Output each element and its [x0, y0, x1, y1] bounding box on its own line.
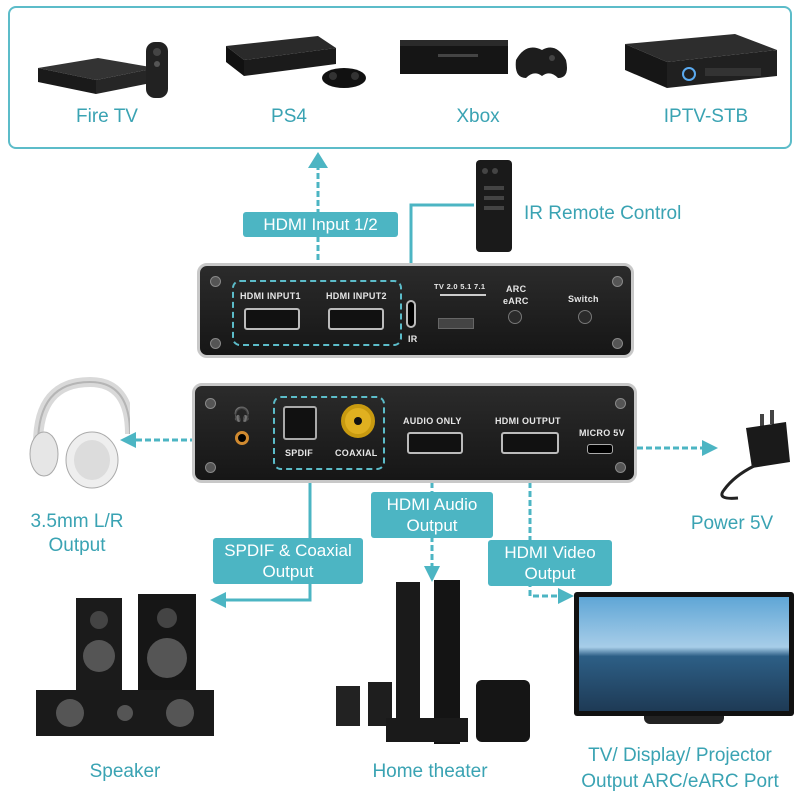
callout-hdmi-input: HDMI Input 1/2 — [243, 212, 398, 237]
source-label-xbox: Xbox — [456, 106, 500, 127]
hdmi-output-port — [501, 432, 559, 454]
source-label-ps4: PS4 — [271, 106, 307, 127]
label-headphone-output-line2: Output — [48, 535, 106, 556]
label-headphone-output-line1: 3.5mm L/R — [30, 511, 124, 532]
label-audio-only: AUDIO ONLY — [403, 416, 462, 426]
label-tv-display-line1: TV/ Display/ Projector — [588, 745, 772, 766]
headphones-icon — [20, 374, 130, 492]
label-tv-modes: TV 2.0 5.1 7.1 — [434, 282, 486, 291]
label-switch: Switch — [568, 294, 599, 304]
callout-spdif-coaxial-output: SPDIF & Coaxial Output — [213, 538, 363, 584]
spdif-coaxial-highlight — [273, 396, 385, 470]
tv-display-icon — [574, 592, 794, 728]
source-label-iptv-stb: IPTV-STB — [663, 106, 749, 127]
label-speaker: Speaker — [89, 761, 161, 782]
callout-hdmi-audio-output: HDMI Audio Output — [371, 492, 493, 538]
spdif-port — [283, 406, 317, 440]
front-panel-device: HDMI INPUT1 HDMI INPUT2 IR TV 2.0 5.1 7.… — [197, 263, 634, 358]
callout-hdmi-audio-line2: Output — [406, 516, 458, 535]
hdmi-input-highlight — [232, 280, 402, 346]
label-ir-remote-control: IR Remote Control — [524, 203, 682, 224]
ir-remote-icon — [476, 160, 512, 252]
callout-hdmi-video-line2: Output — [524, 564, 576, 583]
source-label-fire-tv: Fire TV — [76, 106, 138, 127]
power-adapter-icon — [690, 402, 800, 502]
label-coaxial: COAXIAL — [335, 448, 378, 458]
callout-spdif-line2: Output — [262, 562, 314, 581]
callout-hdmi-audio-line1: HDMI Audio — [386, 495, 478, 514]
label-tv-display-line2: Output ARC/eARC Port — [581, 771, 779, 792]
speaker-system-icon — [30, 592, 220, 742]
headphone-jack — [235, 431, 249, 445]
label-hdmi-input2: HDMI INPUT2 — [326, 291, 387, 301]
label-earc: eARC — [503, 296, 529, 306]
fire-tv-device-icon — [38, 40, 178, 100]
ir-sensor — [406, 300, 416, 328]
audio-only-hdmi-port — [407, 432, 463, 454]
hdmi-input1-port — [244, 308, 300, 330]
headphone-jack-icon: 🎧 — [233, 406, 251, 422]
arc-button — [508, 310, 522, 324]
hdmi-input2-port — [328, 308, 384, 330]
callout-spdif-line1: SPDIF & Coaxial — [224, 541, 352, 560]
sources-panel — [8, 6, 792, 149]
label-spdif: SPDIF — [285, 448, 314, 458]
label-arc: ARC — [506, 284, 527, 294]
micro-usb-port — [587, 444, 613, 454]
coaxial-port — [341, 404, 375, 438]
iptv-stb-device-icon — [615, 30, 785, 96]
label-power-5v: Power 5V — [690, 513, 774, 534]
home-theater-icon — [330, 580, 540, 750]
label-ir: IR — [408, 334, 418, 344]
switch-button — [578, 310, 592, 324]
mode-slider — [438, 318, 474, 329]
back-panel-device: 🎧 SPDIF COAXIAL AUDIO ONLY HDMI OUTPUT M… — [192, 383, 637, 483]
label-micro-5v: MICRO 5V — [579, 428, 625, 438]
label-hdmi-output: HDMI OUTPUT — [495, 416, 561, 426]
callout-hdmi-video-output: HDMI Video Output — [488, 540, 612, 586]
ps4-console-icon — [218, 28, 368, 90]
label-home-theater: Home theater — [372, 761, 488, 782]
callout-hdmi-video-line1: HDMI Video — [504, 543, 596, 562]
xbox-console-icon — [398, 30, 568, 90]
mode-indicators — [440, 294, 486, 310]
label-hdmi-input1: HDMI INPUT1 — [240, 291, 301, 301]
